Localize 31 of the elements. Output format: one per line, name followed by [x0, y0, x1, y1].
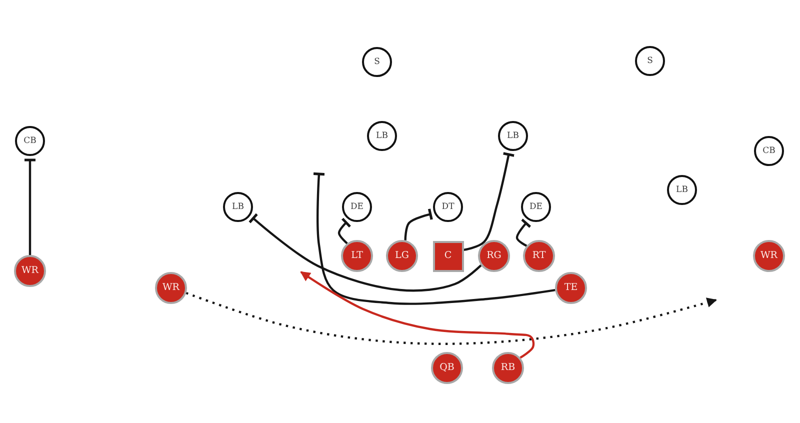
defender-circle: LB: [367, 121, 397, 151]
route-arrow: [186, 292, 717, 345]
defender-circle: DE: [342, 192, 372, 222]
defender-circle: S: [362, 47, 392, 77]
block-line: [313, 172, 556, 305]
block-line: [24, 158, 36, 255]
player-circle: QB: [431, 352, 463, 384]
defender-circle: DE: [521, 192, 551, 222]
player-circle: LT: [341, 240, 373, 272]
player-circle: TE: [555, 272, 587, 304]
defender-circle: LB: [498, 121, 528, 151]
center-square: C: [432, 240, 464, 272]
defender-circle: CB: [15, 126, 45, 156]
player-circle: WR: [14, 255, 46, 287]
defender-circle: DT: [433, 192, 463, 222]
block-line: [404, 208, 433, 240]
defender-circle: CB: [754, 136, 784, 166]
player-circle: LG: [386, 240, 418, 272]
block-line: [516, 218, 532, 247]
player-circle: WR: [753, 240, 785, 272]
route-arrow: [300, 271, 535, 359]
defender-circle: S: [635, 46, 665, 76]
block-line: [248, 213, 482, 292]
player-circle: RG: [478, 240, 510, 272]
defender-circle: LB: [223, 192, 253, 222]
defender-circle: LB: [667, 175, 697, 205]
player-circle: RT: [523, 240, 555, 272]
block-line: [338, 218, 351, 244]
player-circle: WR: [155, 272, 187, 304]
player-circle: RB: [492, 352, 524, 384]
block-line: [463, 152, 514, 252]
